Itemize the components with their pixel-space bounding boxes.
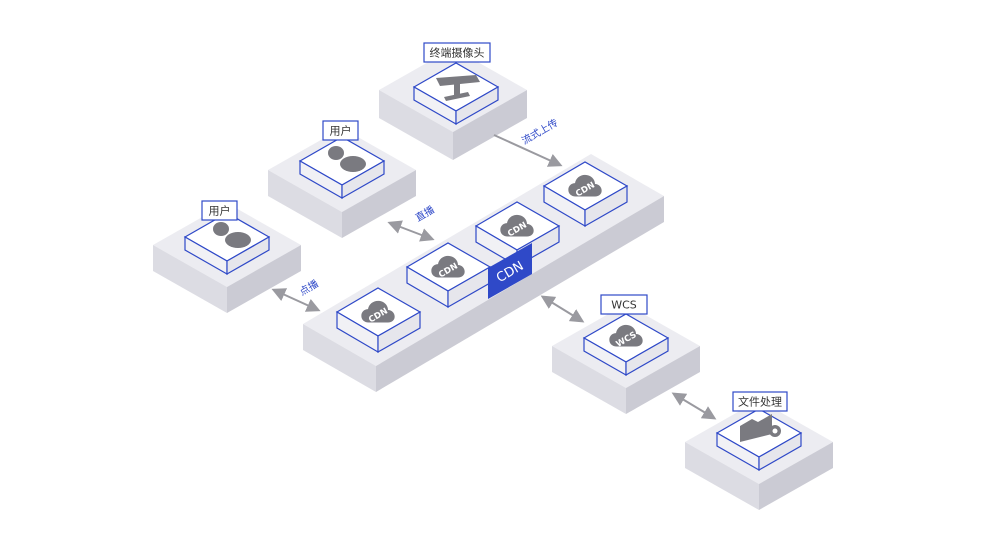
cdn-tile-1[interactable]: CDN <box>335 287 422 354</box>
wcs-label: WCS <box>611 299 637 312</box>
upload-arrow <box>493 134 563 167</box>
camera-label: 终端摄像头 <box>430 46 485 60</box>
cdn-tile-2[interactable]: CDN <box>405 242 492 309</box>
user-top-label: 用户 <box>330 124 352 138</box>
folder-gear-icon <box>740 414 781 442</box>
vod-arrow <box>271 288 321 312</box>
cdn-tile-4[interactable]: CDN <box>542 161 629 228</box>
live-label: 直播 <box>413 203 437 224</box>
user-left-label-box <box>201 200 238 221</box>
stream-upload-label: 流式上传 <box>519 116 560 147</box>
wcs-label-box <box>600 294 648 315</box>
file-processing-label-box <box>732 391 788 412</box>
camera-label-box <box>423 42 491 63</box>
user-icon <box>328 146 366 172</box>
cdn-platform: CDN CDN CDN CDN CDN <box>303 154 664 392</box>
user-top-label-box <box>322 120 359 141</box>
user-left-node[interactable]: 用户 <box>153 200 301 313</box>
wcs-file-arrow <box>671 392 717 420</box>
cdn-wcs-arrow <box>540 295 585 323</box>
user-top-node[interactable]: 用户 <box>268 120 416 238</box>
file-processing-label: 文件处理 <box>738 395 782 409</box>
user-left-label: 用户 <box>209 204 231 218</box>
camera-icon <box>436 75 480 101</box>
camera-node[interactable]: 终端摄像头 <box>379 42 527 160</box>
file-processing-node[interactable]: 文件处理 <box>685 391 833 510</box>
vod-label: 点播 <box>297 277 321 298</box>
wcs-node[interactable]: WCS WCS <box>552 294 700 414</box>
user-icon <box>213 222 251 248</box>
live-arrow <box>387 220 435 242</box>
